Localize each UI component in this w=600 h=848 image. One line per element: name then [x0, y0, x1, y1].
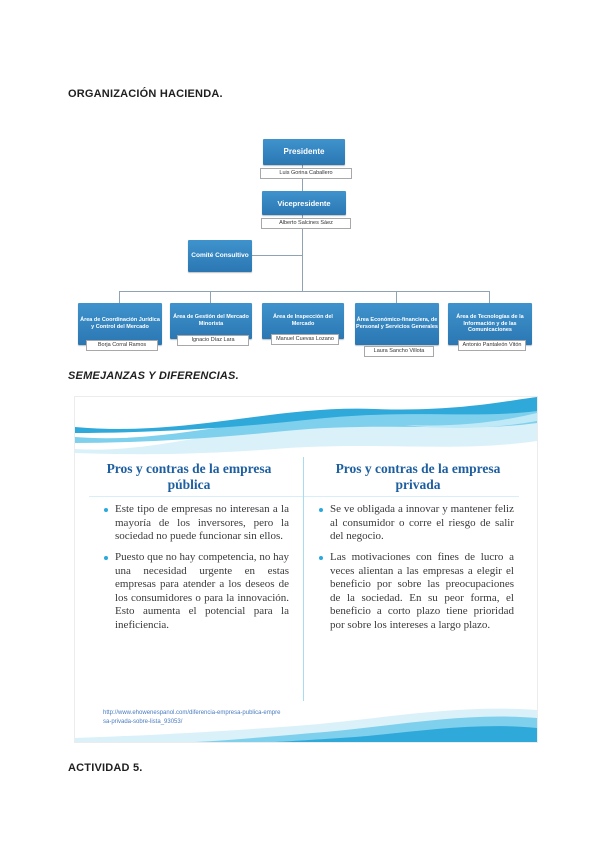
org-name-area-tecnologias: Antonio Pantaleón Vitón [458, 340, 526, 351]
bullet-text: Las motivaciones con fines de lucro a ve… [330, 550, 514, 631]
bullet-text: Este tipo de empresas no interesan a la … [115, 503, 289, 543]
bullet-text: Puesto que no hay competencia, no hay un… [115, 550, 289, 631]
org-name-presidente: Luis Gorina Caballero [260, 168, 352, 179]
org-node-area-inspeccion: Área de Inspección del Mercado [262, 303, 344, 339]
bullet-dot-icon [104, 555, 108, 560]
org-name-area-inspeccion: Manuel Cuevas Lozano [271, 334, 339, 345]
left-column-bullets: Este tipo de empresas no interesan a la … [103, 503, 289, 640]
right-column-bullets: Se ve obligada a innovar y mantener feli… [318, 503, 514, 640]
column-divider [303, 457, 304, 701]
source-link[interactable]: http://www.ehowenespanol.com/diferencia-… [103, 710, 281, 725]
connector-line [210, 291, 211, 304]
connector-line [119, 291, 490, 292]
bullet-item: Se ve obligada a innovar y mantener feli… [318, 503, 514, 544]
org-node-comite-consultivo: Comité Consultivo [188, 240, 252, 272]
connector-line [489, 291, 490, 304]
bullet-dot-icon [319, 508, 323, 512]
org-name-area-economico-financiera: Laura Sancho Villota [364, 346, 434, 357]
heading-organizacion-hacienda: ORGANIZACIÓN HACIENDA. [68, 88, 223, 100]
wave-decoration-bottom [75, 708, 537, 742]
connector-line [302, 213, 303, 291]
org-node-area-tecnologias: Área de Tecnologías de la Información y … [448, 303, 532, 345]
org-chart: Presidente Luis Gorina Caballero Vicepre… [70, 130, 545, 380]
bullet-item: Puesto que no hay competencia, no hay un… [103, 551, 289, 633]
bullet-dot-icon [319, 555, 323, 560]
bullet-dot-icon [104, 508, 108, 512]
bullet-item: Este tipo de empresas no interesan a la … [103, 503, 289, 544]
comparison-slide: Pros y contras de la empresa pública Pro… [75, 397, 537, 742]
org-node-area-gestion-minorista: Área de Gestión del Mercado Minorista [170, 303, 252, 339]
title-underline [89, 496, 519, 497]
org-name-area-gestion-minorista: Ignacio Díaz Lara [177, 335, 249, 346]
heading-actividad-5: ACTIVIDAD 5. [68, 762, 143, 774]
org-node-presidente: Presidente [263, 139, 345, 165]
wave-decoration-top [75, 397, 537, 455]
org-node-area-coordinacion: Área de Coordinación Jurídica y Control … [78, 303, 162, 345]
org-name-area-coordinacion: Borja Corral Ramos [86, 340, 158, 351]
bullet-item: Las motivaciones con fines de lucro a ve… [318, 551, 514, 633]
bullet-text: Se ve obligada a innovar y mantener feli… [330, 503, 514, 543]
heading-semejanzas-diferencias: SEMEJANZAS Y DIFERENCIAS. [68, 370, 239, 382]
connector-line [396, 291, 397, 304]
org-node-vicepresidente: Vicepresidente [262, 191, 346, 215]
org-name-vicepresidente: Alberto Salcines Sáez [261, 218, 351, 229]
right-column-title: Pros y contras de la empresa privada [335, 461, 501, 492]
org-node-area-economico-financiera: Área Económico-financiera, de Personal y… [355, 303, 439, 345]
left-column-title: Pros y contras de la empresa pública [106, 461, 272, 492]
connector-line [250, 255, 302, 256]
connector-line [119, 291, 120, 304]
